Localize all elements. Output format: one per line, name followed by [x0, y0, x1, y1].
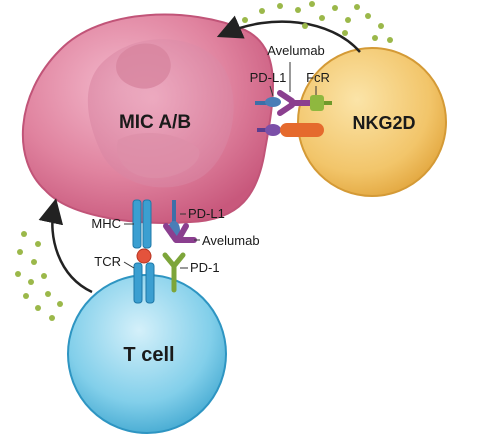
mhc-complex — [132, 199, 152, 249]
pd1-receptor — [162, 252, 186, 293]
mhc-label: MHC — [91, 216, 121, 231]
t-cell-label: T cell — [123, 344, 174, 366]
nk-cell-label: NKG2D — [352, 113, 415, 133]
avelumab-top-antibody — [277, 90, 315, 116]
pdl1-bottom-label: PD-L1 — [188, 206, 225, 221]
nk-cell-body — [297, 47, 447, 197]
tcr-complex — [133, 262, 155, 304]
tumor-nucleolus — [116, 43, 171, 89]
avelumab-bottom-antibody — [163, 223, 197, 243]
avelumab-top-label: Avelumab — [267, 43, 325, 58]
tumor-cell-label: MIC A/B — [119, 112, 191, 133]
leader-lines — [123, 62, 317, 269]
mica-nkg2d-binding — [257, 123, 324, 137]
pd1-label: PD-1 — [190, 260, 220, 275]
cytotoxic-arrow-top — [216, 15, 361, 53]
cytotoxic-arrow-left — [38, 198, 93, 294]
fcr-receptor — [310, 95, 332, 111]
tumor-nucleus-lobe — [117, 133, 200, 179]
tumor-cell: MIC A/B — [21, 13, 274, 224]
granule-dots-top — [242, 1, 393, 43]
peptide-antigen — [136, 248, 152, 264]
pdl1-top-label: PD-L1 — [250, 70, 287, 85]
tcr-label: TCR — [94, 254, 121, 269]
avelumab-bottom-label: Avelumab — [202, 233, 260, 248]
fcr-label: FcR — [306, 70, 330, 85]
granule-dots-left — [15, 231, 63, 321]
pdl1-top-molecule — [255, 97, 281, 107]
nk-cell: NKG2D — [297, 47, 447, 197]
